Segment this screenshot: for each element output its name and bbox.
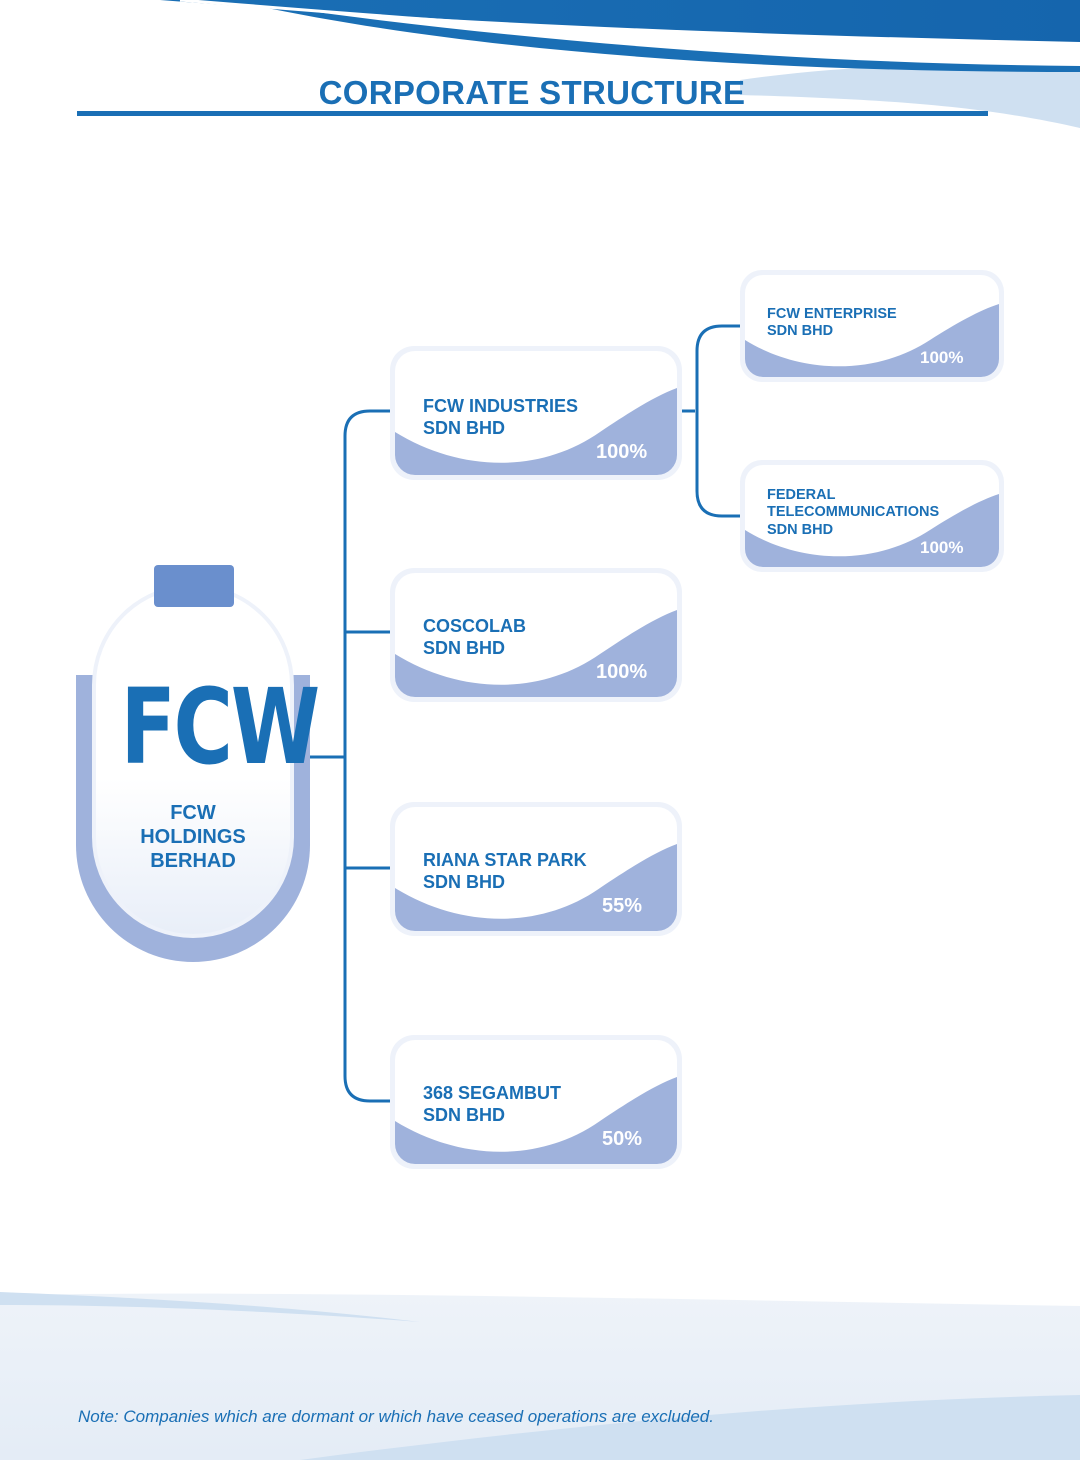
box-shape: [390, 568, 682, 702]
subsidiary-riana-star-park: RIANA STAR PARK SDN BHD 55%: [390, 802, 682, 936]
ownership-percentage: 100%: [920, 538, 964, 557]
ownership-percentage: 100%: [920, 348, 964, 367]
ownership-percentage: 100%: [596, 661, 648, 683]
subsidiary-name-line: SDN BHD: [423, 1104, 506, 1125]
subsidiary-name-line: 368 SEGAMBUT: [423, 1083, 562, 1103]
footnote: Note: Companies which are dormant or whi…: [78, 1407, 714, 1426]
holding-pill-shape: [76, 565, 310, 962]
box-shape: [740, 460, 1004, 572]
subsidiary-name-line: COSCOLAB: [423, 616, 526, 636]
ownership-percentage: 55%: [602, 895, 643, 917]
subsidiary-name-line: TELECOMMUNICATIONS: [767, 504, 940, 521]
subsidiary-name-line: FEDERAL: [767, 487, 836, 503]
ownership-percentage: 100%: [596, 441, 648, 463]
holding-company-node: [76, 565, 310, 962]
box-shape: [740, 270, 1004, 382]
subsidiary-name-line: SDN BHD: [423, 637, 506, 658]
subsidiary-fcw-enterprise: FCW ENTERPRISE SDN BHD 100%: [740, 270, 1004, 382]
subsidiary-name-line: SDN BHD: [423, 417, 506, 438]
subsidiary-name-line: SDN BHD: [767, 521, 834, 538]
box-shape: [390, 802, 682, 936]
subsidiary-coscolab: COSCOLAB SDN BHD 100%: [390, 568, 682, 702]
subsidiary-fcw-industries: FCW INDUSTRIES SDN BHD 100%: [390, 346, 682, 480]
subsidiary-name-line: SDN BHD: [423, 871, 506, 892]
subsidiary-name-line: FCW ENTERPRISE: [767, 306, 897, 322]
box-shape: [390, 346, 682, 480]
subsidiary-name-line: SDN BHD: [767, 323, 834, 340]
title-rule: [77, 111, 988, 116]
subsidiary-federal-telecommunications: FEDERAL TELECOMMUNICATIONS SDN BHD 100%: [740, 460, 1004, 572]
fcw-logo-text: FCW: [120, 666, 320, 788]
holding-company-name: FCW HOLDINGS BERHAD: [140, 802, 246, 872]
box-shape: [390, 1035, 682, 1169]
ownership-percentage: 50%: [602, 1128, 643, 1150]
subsidiary-name-line: FCW INDUSTRIES: [423, 396, 578, 416]
subsidiary-name-line: RIANA STAR PARK: [423, 850, 587, 870]
page-title: CORPORATE STRUCTURE: [318, 74, 746, 111]
subsidiary-368-segambut: 368 SEGAMBUT SDN BHD 50%: [390, 1035, 682, 1169]
